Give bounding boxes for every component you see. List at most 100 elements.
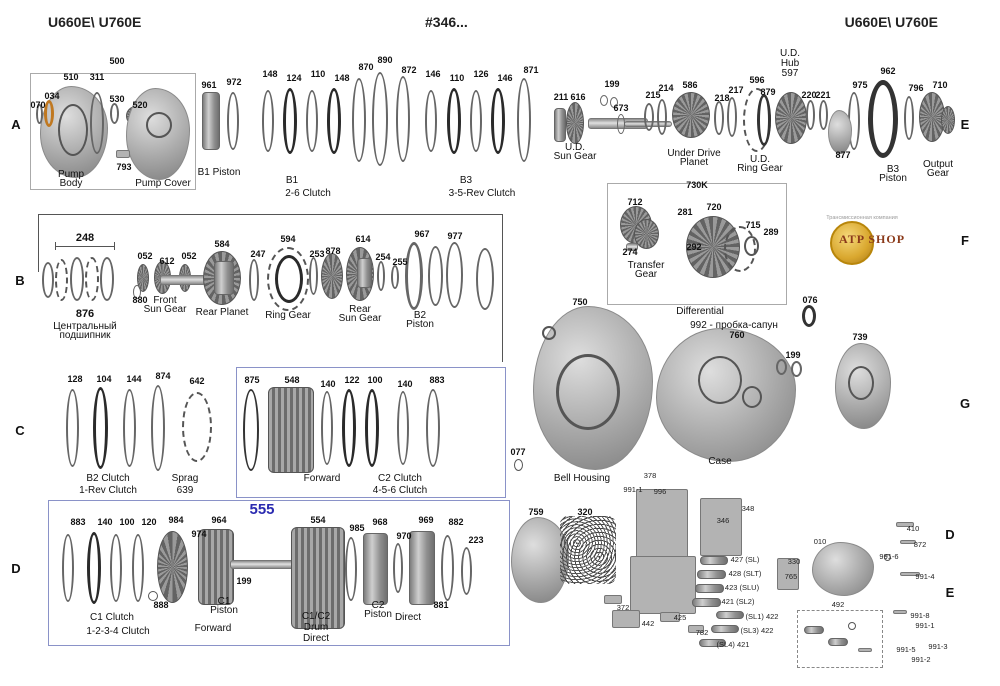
part-caption: 4-5-6 Clutch [372,485,428,496]
part-label: (SL1) 422 [745,612,779,621]
figure-gear [137,264,149,292]
part-label: 428 (SLT) [728,569,762,578]
part-label: 148 [262,69,278,79]
part-caption: Piston [364,609,392,620]
part-caption: Forward [194,623,232,634]
part-label: 710 [932,80,948,90]
part-label: 996 [653,487,667,496]
part-label: 878 [325,246,341,256]
figure-ln [55,246,115,247]
part-label: 596 [749,75,765,85]
part-label: 765 [784,572,798,581]
part-label: 140 [397,379,413,389]
figure-plate [87,532,101,604]
part-label: 427 (SL) [730,555,760,564]
part-caption: U.D. [565,142,585,153]
part-label: 421 (SL2) [721,597,755,606]
figure-gear [672,92,710,138]
part-label: 199 [785,350,801,360]
figure-mesh [560,516,616,584]
part-label: 879 [760,87,776,97]
figure-ring [151,385,165,471]
part-label: 311 [89,72,105,82]
part-caption: B1 [285,175,299,186]
part-caption: Front [153,295,177,306]
part-label: 991-1 [915,621,935,630]
page-title: #346... [425,14,468,30]
part-caption: Sun Gear [143,304,187,315]
part-caption: B3 [886,164,900,175]
part-label: 215 [645,90,661,100]
figure-drum [363,533,388,605]
part-caption: 597 [781,68,799,79]
part-caption: U.D. [780,48,800,59]
figure-rect [700,498,742,556]
figure-ring [321,391,333,465]
part-label: 964 [211,515,227,525]
part-label: 320 [577,507,593,517]
figure-rect [630,556,696,614]
figure-plate [327,88,341,154]
part-caption: Sprag [171,473,199,484]
part-label: 076 [802,295,818,305]
part-label: 642 [189,376,205,386]
figure-ring [470,90,482,152]
part-label: 871 [523,65,539,75]
part-caption: Gear [926,168,950,179]
part-label: 974 [191,529,207,539]
figure-rect [660,612,680,622]
part-caption: Hub [780,58,800,69]
figure-ring [868,80,898,158]
part-label: (SL4) 421 [716,640,750,649]
figure-ring [425,90,437,152]
figure-plate [342,389,356,467]
figure-drum [711,625,739,633]
part-label: 052 [181,251,197,261]
figure-ring [249,259,259,301]
part-caption: Rear [349,304,371,315]
part-label: 972 [226,77,242,87]
figure-ring [446,242,463,308]
figure-ring [405,242,423,310]
part-label: 962 [880,66,896,76]
figure-ring [62,534,74,602]
figure-blob [828,110,852,154]
figure-ring [42,262,54,298]
part-label: 991-4 [915,572,935,581]
part-caption: 639 [176,485,194,496]
part-caption: Piston [879,173,907,184]
figure-ring [132,534,144,602]
figure-tooth [182,392,212,462]
figure-blob [812,542,874,596]
logo-text: ATP SHOP [838,232,906,246]
figure-plate [365,389,379,467]
part-label: 410 [906,524,920,533]
figure-ring [309,257,318,295]
figure-gear [157,531,188,603]
figure-drum [214,261,234,295]
figure-ring [110,534,122,602]
part-label: 882 [448,517,464,527]
part-caption: Differential [676,306,724,317]
part-caption: 3-5-Rev Clutch [448,188,516,199]
section-letter: D [945,527,955,542]
figure-drum [409,531,435,605]
part-label: 991-5 [896,645,916,654]
figure-circle [542,326,556,340]
figure-coin [830,221,874,265]
figure-drum [695,584,724,593]
part-caption: Case [708,456,732,467]
figure-ring [610,97,618,108]
part-caption: B3 [459,175,473,186]
part-label: 120 [141,517,157,527]
figure-ring [306,90,318,152]
part-caption: Piston [406,319,434,330]
part-caption: Direct [394,612,422,623]
figure-ring [461,547,472,595]
part-label: 875 [244,375,260,385]
figure-ring [657,99,667,135]
part-caption: Ring Gear [737,163,783,174]
figure-ln [502,214,503,362]
figure-drum [202,92,220,150]
figure-ring [441,535,454,601]
